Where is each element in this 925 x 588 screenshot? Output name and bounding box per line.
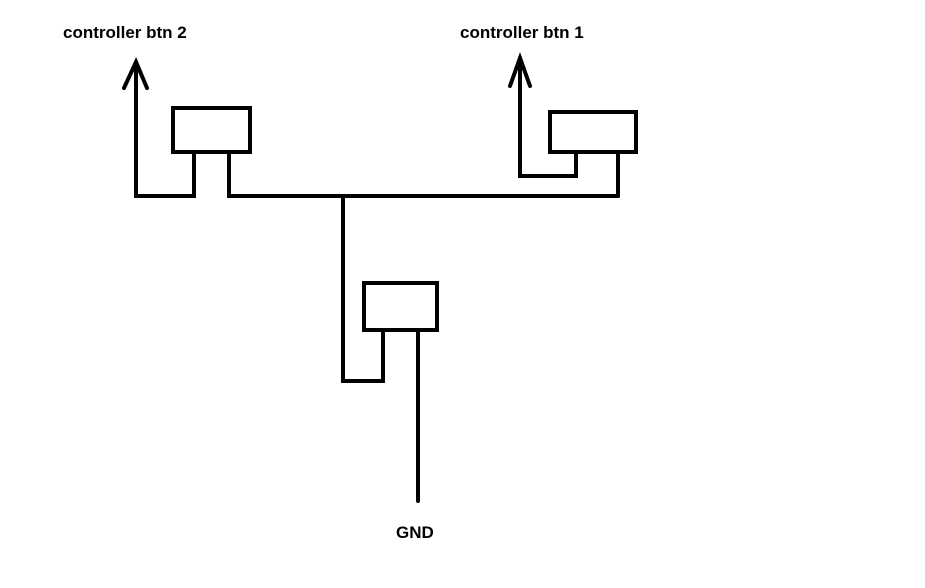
- switch-2-body: [171, 106, 252, 154]
- switch-1-left-lead: [518, 56, 578, 178]
- controller-btn-2-label: controller btn 2: [63, 23, 187, 42]
- switch-1-body: [548, 110, 638, 154]
- controller-btn-1-label: controller btn 1: [460, 23, 584, 42]
- controller-btn-1-arrow: [508, 52, 532, 88]
- switch-2-left-lead: [134, 60, 196, 198]
- gnd-switch-body: [362, 281, 439, 332]
- gnd-label: GND: [396, 523, 434, 542]
- controller-btn-2-arrow: [122, 57, 149, 90]
- switch-2-right-lead: [227, 150, 620, 198]
- common-bus-drop: [341, 194, 385, 383]
